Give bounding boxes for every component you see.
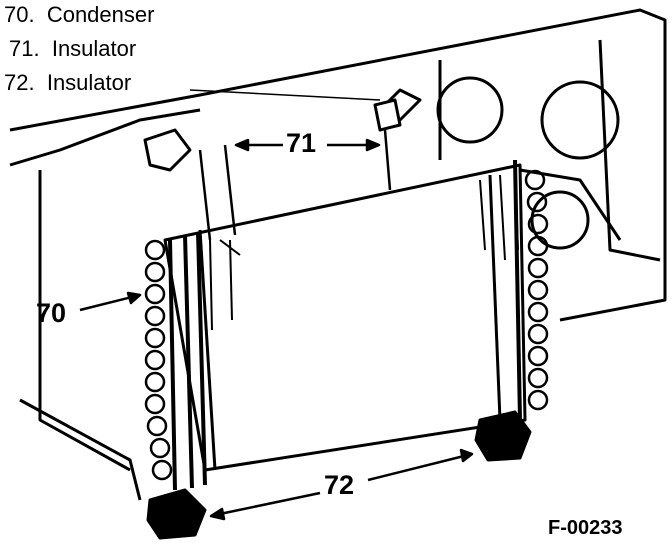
- callout-71: 71: [286, 128, 317, 158]
- upper-insulator-right: [373, 98, 402, 132]
- legend-number: 70.: [4, 2, 35, 27]
- lower-insulator-left: [146, 488, 207, 540]
- legend-number: 71.: [9, 36, 40, 61]
- legend-number: 72.: [4, 70, 35, 95]
- leader-lines: [79, 89, 474, 521]
- legend-label: Insulator: [46, 70, 132, 95]
- lower-insulator-right: [474, 410, 532, 462]
- upper-insulator-left: [143, 128, 192, 172]
- legend-label: Condenser: [46, 2, 155, 27]
- figure-id: F-00233: [548, 517, 623, 539]
- condenser: [143, 98, 549, 540]
- right-tube-bends: [513, 159, 549, 421]
- legend-item-71: 71. Insulator: [9, 38, 136, 60]
- legend-label: Insulator: [51, 36, 137, 61]
- callout-72: 72: [324, 470, 355, 500]
- left-tube-bends: [144, 231, 207, 491]
- callout-70: 70: [36, 298, 67, 328]
- legend-item-72: 72. Insulator: [4, 72, 131, 94]
- legend-item-70: 70. Condenser: [4, 4, 154, 26]
